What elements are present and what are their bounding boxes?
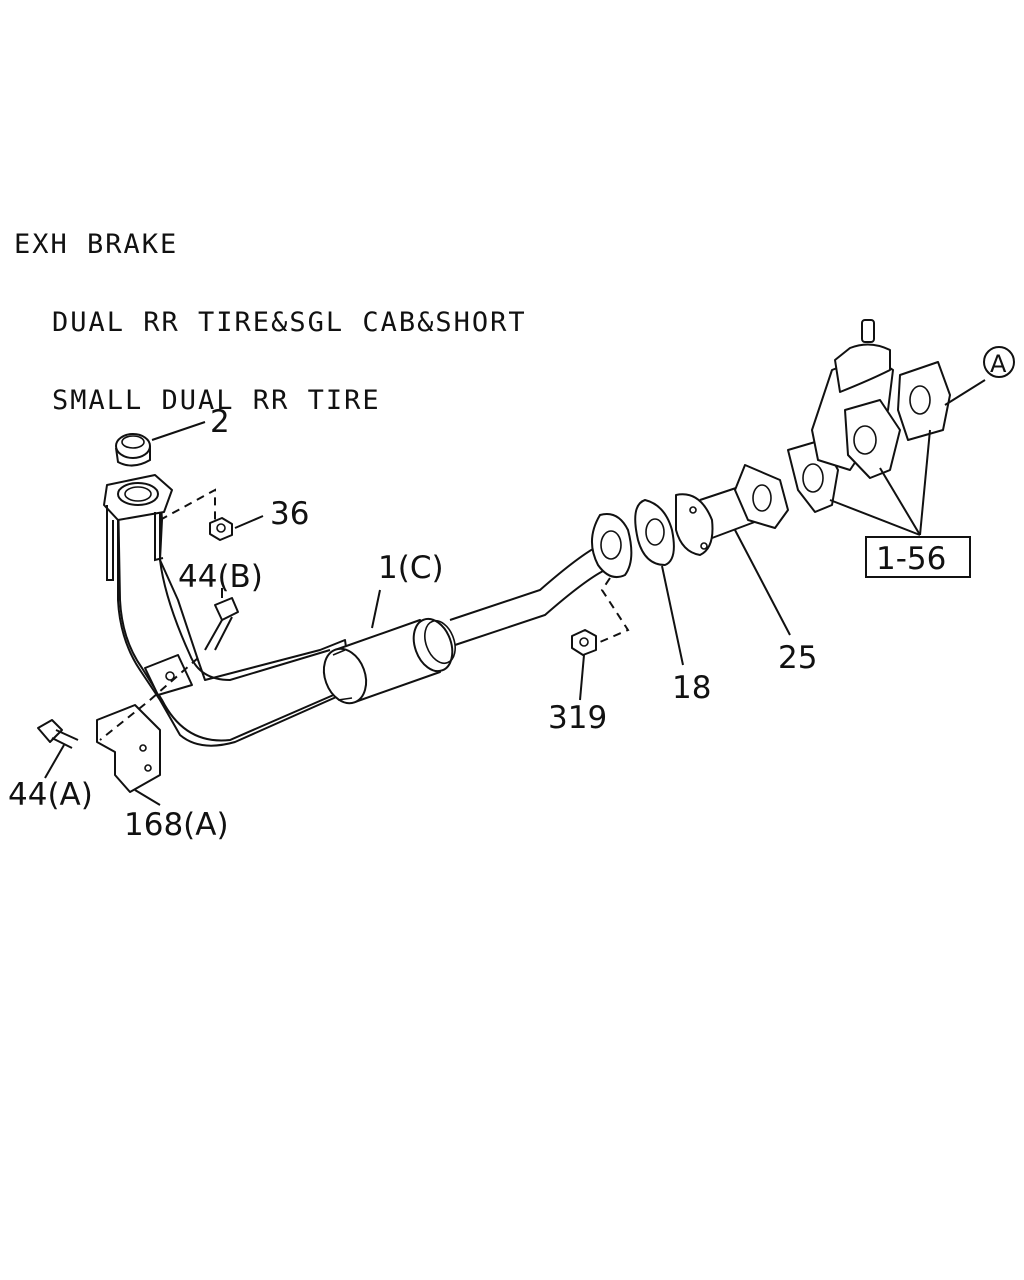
bolt-44b bbox=[204, 597, 239, 651]
header-line-1: EXH BRAKE bbox=[14, 229, 179, 260]
bracket-168a bbox=[96, 704, 161, 793]
leader-lines bbox=[44, 379, 986, 806]
callout-2: 2 bbox=[210, 404, 230, 440]
header-line-3: SMALL DUAL RR TIRE bbox=[52, 385, 381, 416]
callout-labels: 2 36 44(B) 1(C) 319 18 25 44(A) 168(A) 1… bbox=[8, 346, 1015, 843]
reference-circle-a bbox=[983, 346, 1015, 378]
reference-box-1-56 bbox=[865, 536, 971, 578]
callout-44b: 44(B) bbox=[178, 559, 263, 595]
callout-18: 18 bbox=[672, 670, 711, 706]
nut-36 bbox=[209, 517, 233, 541]
bolt-44a bbox=[37, 719, 79, 749]
callout-1-56: 1-56 bbox=[876, 541, 946, 577]
nut-319 bbox=[571, 629, 597, 656]
callout-36: 36 bbox=[270, 496, 309, 532]
callout-44a: 44(A) bbox=[8, 777, 93, 813]
callout-1c: 1(C) bbox=[378, 550, 444, 586]
gasket-18 bbox=[634, 499, 675, 566]
callout-25: 25 bbox=[778, 640, 817, 676]
exhaust-brake-valve bbox=[787, 319, 951, 513]
callout-319: 319 bbox=[548, 700, 607, 736]
header-line-2: DUAL RR TIRE&SGL CAB&SHORT bbox=[52, 307, 527, 338]
callout-168a: 168(A) bbox=[124, 807, 229, 843]
exhaust-pipe-assembly bbox=[103, 474, 633, 747]
pipe-25 bbox=[675, 464, 789, 556]
callout-a: A bbox=[990, 350, 1007, 378]
gasket-ring-2 bbox=[115, 433, 151, 467]
diagram-header: EXH BRAKE DUAL RR TIRE&SGL CAB&SHORT SMA… bbox=[14, 180, 527, 466]
